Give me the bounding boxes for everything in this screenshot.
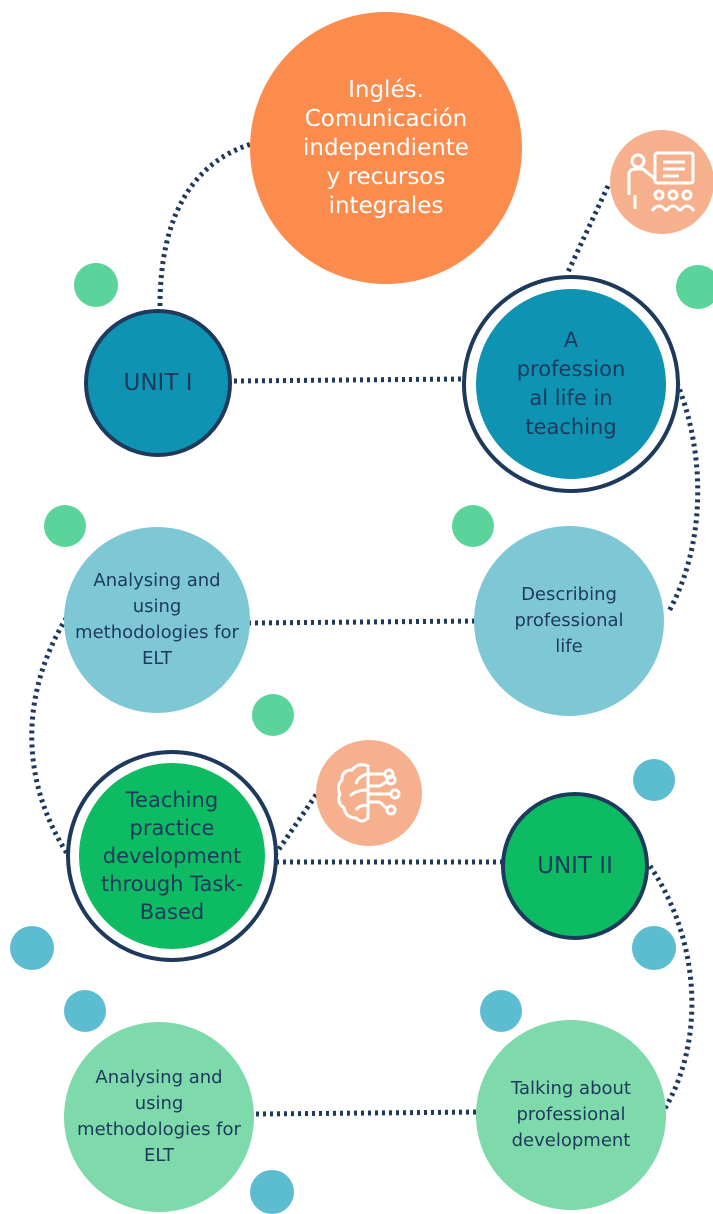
connector-teacher-icon-professional [565,184,611,274]
connector-methodologies2-talking [255,1109,483,1117]
title-circle: Inglés. Comunicación independiente y rec… [250,12,522,284]
professional-life-label: A profession al life in teaching [516,328,626,439]
decor-dot-blue [633,759,675,801]
teaching-practice-inner: Teaching practice development through Ta… [79,763,265,949]
teacher-presentation-icon [610,130,713,234]
connector-methodologies1-teaching [29,610,73,860]
talking-circle: Talking about professional development [476,1020,666,1210]
decor-dot-blue [10,926,54,970]
decor-dot-blue [632,926,676,970]
decor-dot-mint [452,505,494,547]
methodologies-2-circle: Analysing and using methodologies for EL… [64,1022,254,1212]
teaching-practice-circle: Teaching practice development through Ta… [66,750,278,962]
methodologies-2-label: Analysing and using methodologies for EL… [77,1067,241,1166]
teaching-practice-label: Teaching practice development through Ta… [100,788,244,924]
decor-dot-mint [252,694,294,736]
decor-dot-mint [676,265,713,309]
professional-life-circle: A profession al life in teaching [462,275,680,493]
unit-1-circle: UNIT I [84,309,232,457]
brain-circuit-icon [316,740,422,846]
methodologies-1-label: Analysing and using methodologies for EL… [75,570,239,669]
connector-unit2-talking [647,864,695,1112]
page-title: Inglés. Comunicación independiente y rec… [303,76,469,219]
professional-life-inner: A profession al life in teaching [476,289,666,479]
describing-label: Describing professional life [514,584,624,657]
unit-2-circle: UNIT II [501,792,649,940]
methodologies-1-circle: Analysing and using methodologies for EL… [64,527,250,713]
connector-title-unit1 [157,139,259,307]
connector-teaching-brain-icon [272,790,321,857]
connector-professional-describing [665,382,701,615]
unit-1-label: UNIT I [123,370,193,396]
unit-2-label: UNIT II [537,853,613,879]
decor-dot-blue [64,990,106,1032]
talking-label: Talking about professional development [511,1078,631,1151]
describing-circle: Describing professional life [474,526,664,716]
connector-describing-methodologies1 [247,618,481,626]
connector-unit1-professional [233,376,463,384]
decor-dot-blue [250,1170,294,1214]
decor-dot-mint [74,263,118,307]
decor-dot-mint [44,505,86,547]
decor-dot-blue [480,990,522,1032]
